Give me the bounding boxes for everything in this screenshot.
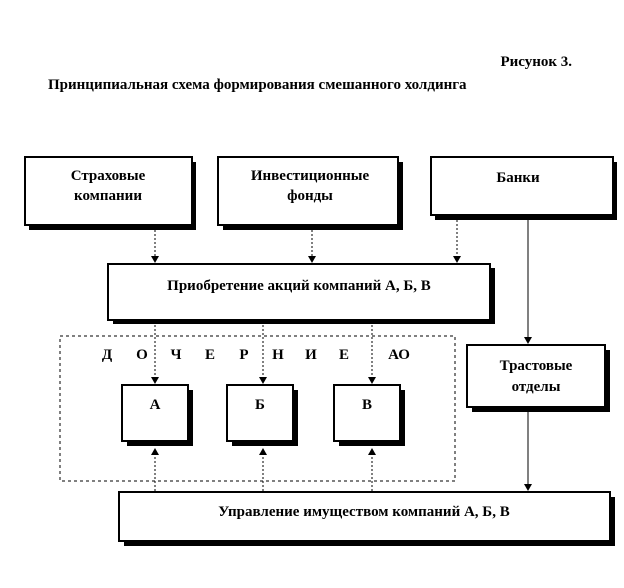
subsidiaries-letter-6: Н bbox=[272, 347, 284, 363]
management-box bbox=[118, 491, 611, 542]
subsidiaries-letter-3: Ч bbox=[170, 347, 181, 363]
trust-label-line-2: отделы bbox=[512, 379, 561, 395]
banks-label: Банки bbox=[496, 170, 540, 186]
banks-box bbox=[430, 156, 614, 216]
company-b-box bbox=[226, 384, 294, 442]
insurance-label-line-1: Страховые bbox=[71, 168, 146, 184]
company-v-label: В bbox=[362, 397, 372, 413]
company-a-label: А bbox=[150, 397, 161, 413]
figure-title: Принципиальная схема формирования смешан… bbox=[48, 77, 467, 93]
investment-label-line-2: фонды bbox=[287, 188, 333, 204]
trust-label-line-1: Трастовые bbox=[500, 358, 573, 374]
subsidiaries-letter-1: Д bbox=[102, 347, 113, 363]
subsidiaries-letter-5: Р bbox=[239, 347, 248, 363]
management-label: Управление имуществом компаний А, Б, В bbox=[218, 504, 509, 520]
company-a-box bbox=[121, 384, 189, 442]
subsidiaries-suffix: АО bbox=[388, 347, 410, 363]
insurance-label-line-2: компании bbox=[74, 188, 142, 204]
subsidiaries-letter-4: Е bbox=[205, 347, 215, 363]
company-b-label: Б bbox=[255, 397, 265, 413]
insurance-box bbox=[24, 156, 193, 226]
investment-label-line-1: Инвестиционные bbox=[251, 168, 370, 184]
figure-caption: Рисунок 3. bbox=[500, 54, 572, 70]
company-v-box bbox=[333, 384, 401, 442]
subsidiaries-letter-7: И bbox=[305, 347, 317, 363]
acquisition-box bbox=[107, 263, 491, 321]
subsidiaries-letter-8: Е bbox=[339, 347, 349, 363]
subsidiaries-letter-2: О bbox=[136, 347, 148, 363]
trust-box bbox=[466, 344, 606, 408]
investment-box bbox=[217, 156, 399, 226]
acquisition-label: Приобретение акций компаний А, Б, В bbox=[167, 278, 431, 294]
